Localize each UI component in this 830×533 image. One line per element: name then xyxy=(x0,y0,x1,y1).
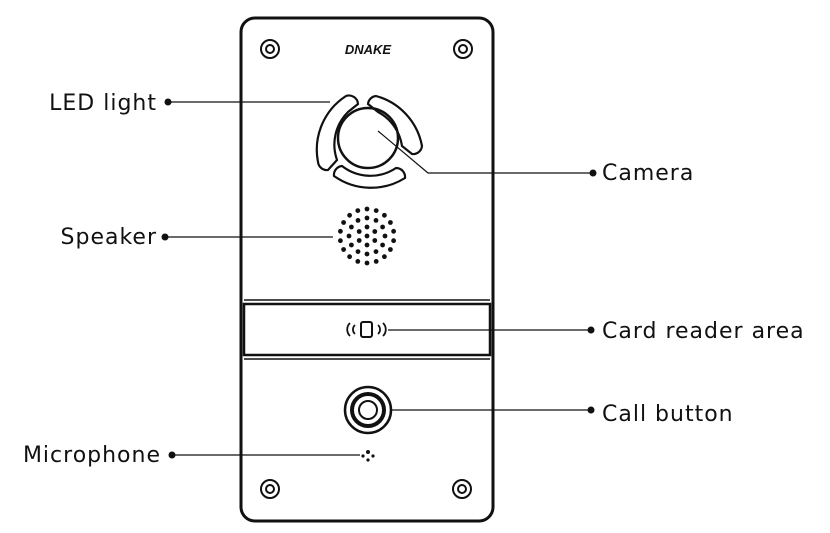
label-speaker: Speaker xyxy=(61,225,157,250)
speaker-hole xyxy=(382,233,388,239)
brand-logo: DNAKE xyxy=(345,42,392,57)
speaker-hole xyxy=(364,260,370,266)
speaker-hole xyxy=(364,251,370,257)
label-microphone: Microphone xyxy=(23,443,161,468)
microphone-hole xyxy=(361,450,375,462)
screw-icon-bottom-right xyxy=(452,479,472,499)
camera-lens xyxy=(336,106,400,170)
speaker-hole xyxy=(356,238,362,243)
speaker-hole xyxy=(391,238,396,244)
speaker-hole xyxy=(372,229,378,234)
speaker-hole xyxy=(382,212,387,218)
speaker-hole xyxy=(338,238,343,244)
speaker-hole xyxy=(380,242,385,248)
screw-icon-top-right xyxy=(453,39,473,59)
speaker-hole xyxy=(372,238,378,243)
label-led-light: LED light xyxy=(49,91,157,116)
speaker-hole xyxy=(338,228,343,234)
speaker-hole xyxy=(355,259,361,264)
intercom-panel xyxy=(239,16,495,523)
leader-lines xyxy=(161,98,597,459)
speaker-hole xyxy=(349,242,354,248)
speaker-hole xyxy=(380,224,385,230)
label-card-reader-area: Card reader area xyxy=(602,319,805,344)
speaker-hole xyxy=(355,208,361,214)
speaker-hole xyxy=(391,228,396,234)
speaker-hole xyxy=(364,206,370,212)
speaker-hole xyxy=(382,254,387,260)
speaker-hole xyxy=(388,247,393,252)
speaker-hole xyxy=(347,254,352,260)
speaker-hole xyxy=(347,212,352,218)
screw-icon-bottom-left xyxy=(260,479,280,499)
speaker-hole xyxy=(349,224,354,230)
label-call-button: Call button xyxy=(602,402,734,427)
call-button[interactable] xyxy=(343,385,393,435)
speaker-hole xyxy=(373,208,379,214)
label-camera: Camera xyxy=(602,161,694,186)
speaker-hole xyxy=(364,242,370,248)
speaker-hole xyxy=(373,259,379,264)
led-light-ring xyxy=(315,94,424,189)
speaker-hole xyxy=(341,220,346,225)
speaker-hole xyxy=(364,224,370,230)
screw-icon-top-left xyxy=(260,39,280,59)
speaker-hole xyxy=(341,247,346,252)
speaker-hole xyxy=(364,215,370,221)
speaker-hole xyxy=(388,220,393,225)
speaker-hole xyxy=(373,249,379,255)
speaker-hole xyxy=(356,229,362,234)
speaker-grille xyxy=(338,206,396,266)
speaker-hole xyxy=(355,249,361,255)
nfc-card-icon xyxy=(346,321,387,338)
speaker-hole xyxy=(355,218,361,223)
speaker-hole xyxy=(364,233,370,239)
speaker-hole xyxy=(346,233,352,239)
speaker-hole xyxy=(373,218,379,223)
